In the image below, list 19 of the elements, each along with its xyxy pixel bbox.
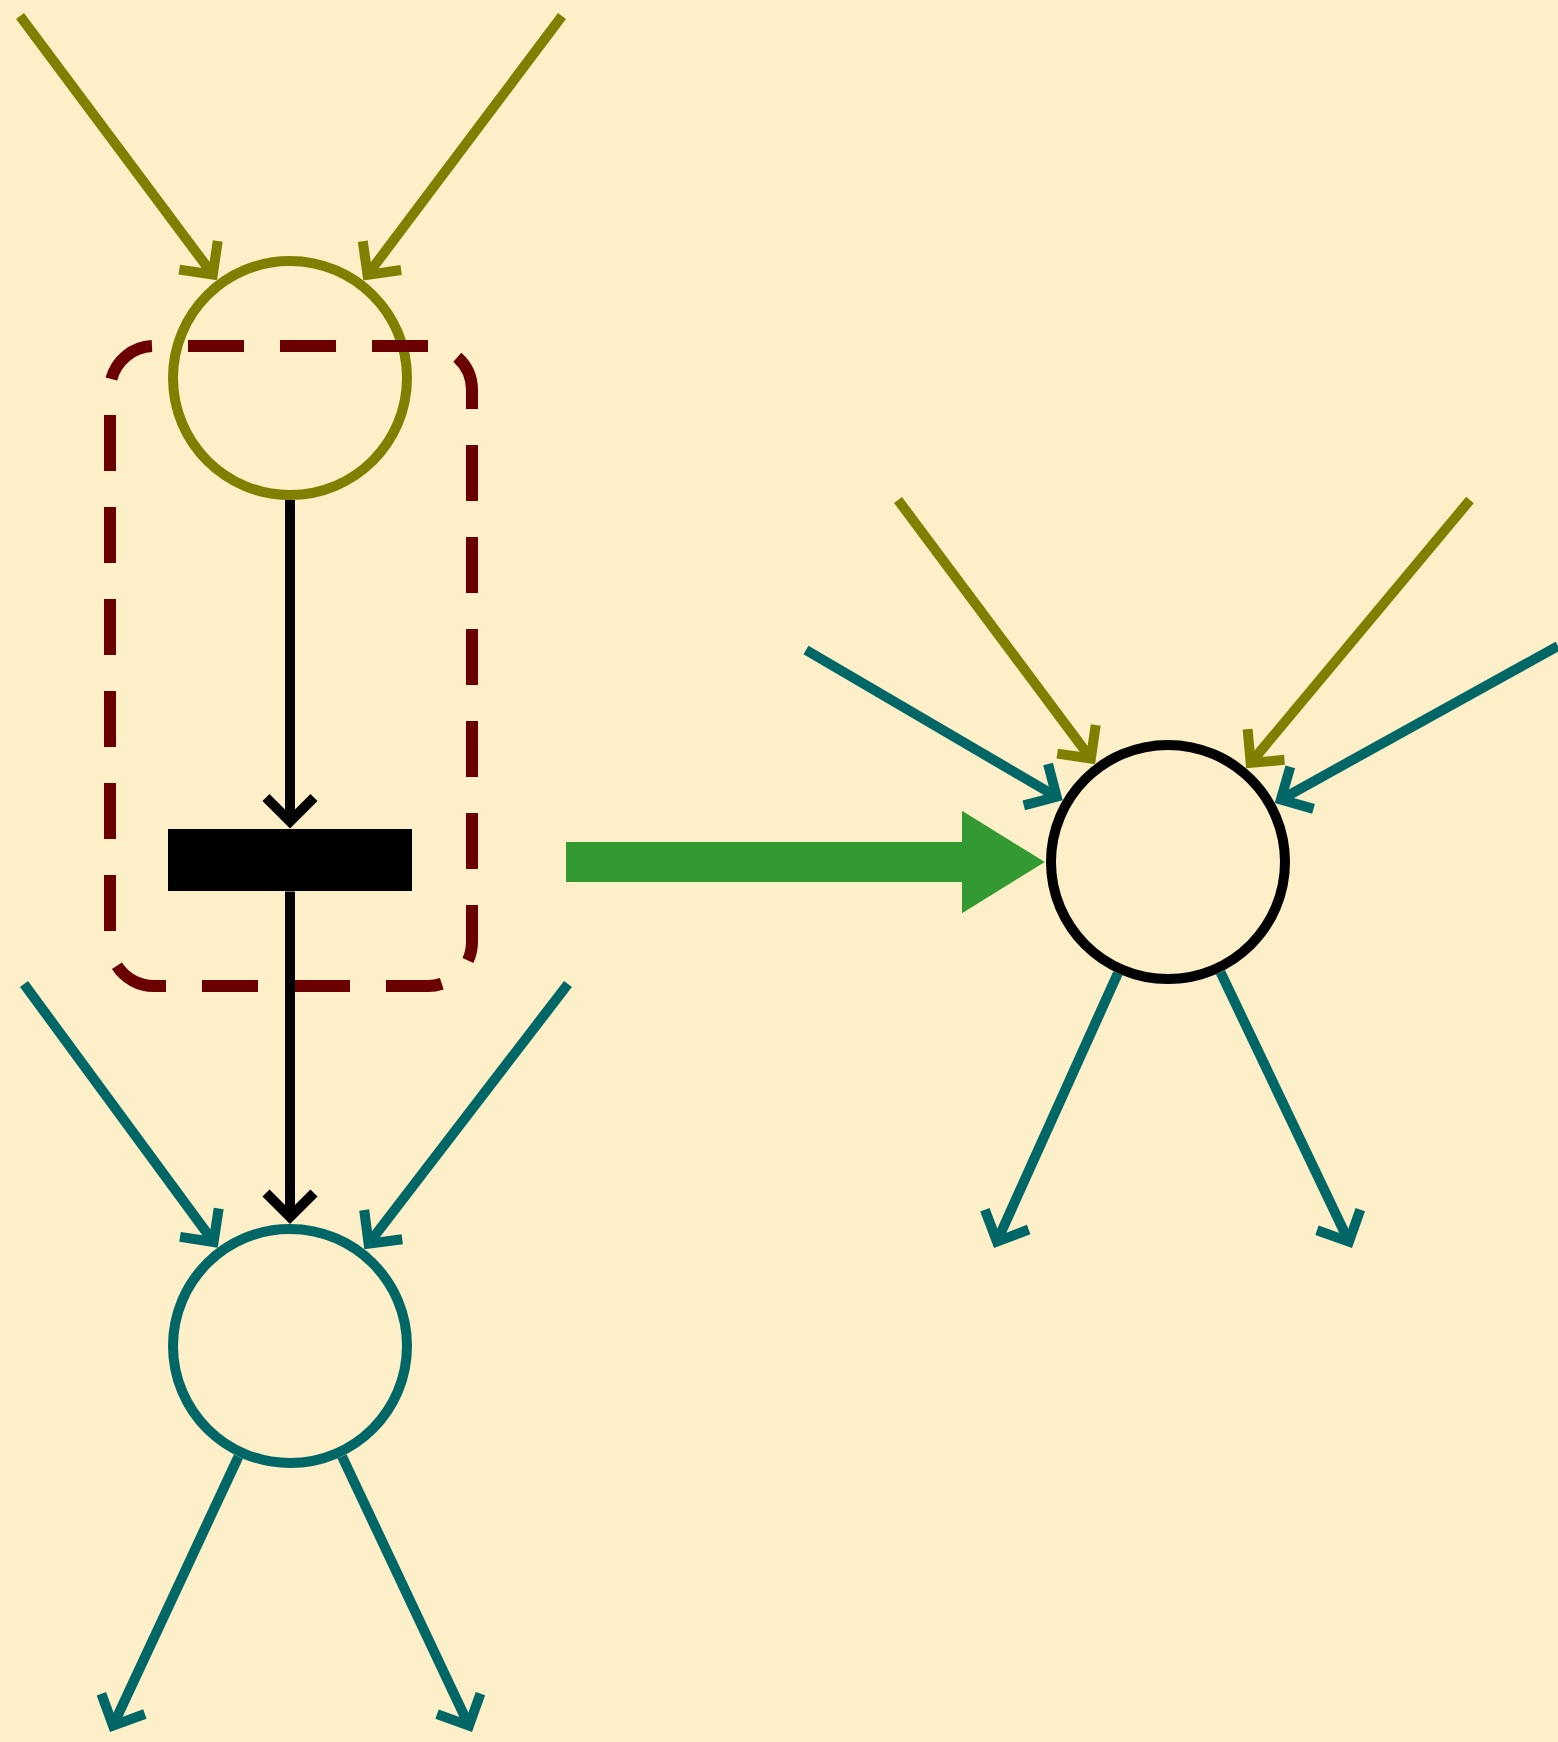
bar [168,829,412,891]
arrow [1215,970,1365,1248]
arrow [894,497,1101,765]
arrow [1274,641,1558,814]
circle [168,1224,412,1468]
arrow [359,980,572,1250]
dashed-box [104,340,478,992]
arrow [1242,496,1474,769]
circle [168,256,412,500]
arrow [337,1454,486,1732]
arrow [16,13,223,281]
arrow [980,971,1123,1248]
arrow [262,891,318,1224]
arrow [357,13,566,281]
arrow [19,981,224,1248]
arrow [262,500,318,829]
circle [1046,740,1290,984]
arrow [96,1454,243,1732]
arrow [803,645,1063,811]
